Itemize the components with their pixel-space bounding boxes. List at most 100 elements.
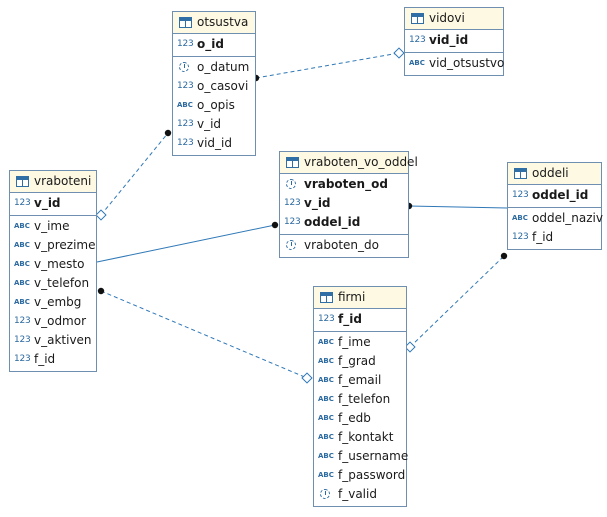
numeric-type-icon: 123 bbox=[14, 335, 31, 345]
column-label: o_datum bbox=[197, 60, 250, 74]
column-label: o_casovi bbox=[197, 79, 249, 93]
text-type-icon: ABC bbox=[14, 298, 30, 306]
relationship-vraboteni-vraboten_vo_oddel-one-end-dot bbox=[271, 221, 279, 229]
numeric-type-icon: 123 bbox=[177, 39, 194, 49]
entity-header[interactable]: oddeli bbox=[508, 163, 601, 185]
table-icon bbox=[411, 13, 424, 24]
relationship-vraboteni-firmi[interactable] bbox=[100, 290, 308, 379]
numeric-type-icon: 123 bbox=[177, 138, 194, 148]
attribute-section: vraboten_do bbox=[280, 235, 408, 257]
column-row[interactable]: vraboten_do bbox=[280, 236, 408, 255]
text-type-icon: ABC bbox=[14, 279, 30, 287]
relationship-oddeli-vraboten_vo_oddel[interactable] bbox=[408, 205, 508, 209]
column-label: f_ime bbox=[338, 335, 371, 349]
column-row[interactable]: f_valid bbox=[314, 485, 406, 504]
column-row[interactable]: o_datum bbox=[173, 58, 255, 77]
column-label: f_id bbox=[532, 230, 554, 244]
text-type-icon: ABC bbox=[318, 471, 334, 479]
text-type-icon: ABC bbox=[14, 260, 30, 268]
entity-header[interactable]: vidovi bbox=[405, 8, 503, 30]
table-icon bbox=[514, 168, 527, 179]
column-row[interactable]: ABC v_telefon bbox=[10, 274, 96, 293]
column-label: f_grad bbox=[338, 354, 376, 368]
primary-key-label: vid_id bbox=[429, 33, 469, 47]
column-label: oddel_naziv bbox=[532, 211, 603, 225]
clock-icon bbox=[320, 489, 330, 499]
column-label: f_valid bbox=[338, 487, 377, 501]
numeric-type-icon: 123 bbox=[177, 81, 194, 91]
text-type-icon: ABC bbox=[14, 241, 30, 249]
entity-header[interactable]: firmi bbox=[314, 287, 406, 309]
relationship-firmi-oddeli[interactable] bbox=[409, 255, 505, 348]
entity-header[interactable]: vraboten_vo_oddel bbox=[280, 152, 418, 174]
primary-key-label: f_id bbox=[338, 312, 362, 326]
column-row[interactable]: ABC oddel_naziv bbox=[508, 209, 603, 228]
primary-key-label: o_id bbox=[197, 37, 224, 51]
column-label: f_id bbox=[34, 352, 56, 366]
clock-icon bbox=[179, 62, 189, 72]
relationship-vraboteni-otsustva[interactable] bbox=[100, 132, 169, 216]
relationship-vraboteni-vraboten_vo_oddel[interactable] bbox=[96, 224, 276, 263]
column-label: vid_id bbox=[197, 136, 233, 150]
relationship-vraboteni-firmi-one-end-dot bbox=[97, 287, 105, 295]
column-label: f_telefon bbox=[338, 392, 391, 406]
column-row[interactable]: vraboten_od bbox=[280, 175, 408, 194]
primary-key-label: v_id bbox=[34, 196, 61, 210]
entity-header[interactable]: vraboteni bbox=[10, 171, 96, 193]
column-label: v_ime bbox=[34, 219, 70, 233]
primary-key-label: v_id bbox=[304, 196, 331, 210]
column-label: vraboten_do bbox=[304, 238, 379, 252]
primary-key-label: oddel_id bbox=[532, 188, 589, 202]
column-label: v_telefon bbox=[34, 276, 90, 290]
entity-name: vraboteni bbox=[34, 174, 92, 188]
numeric-type-icon: 123 bbox=[512, 232, 529, 242]
table-icon bbox=[286, 157, 299, 168]
text-type-icon: ABC bbox=[512, 214, 528, 222]
relationship-vraboteni-firmi-optional-end-diamond bbox=[301, 372, 313, 384]
primary-key-label: vraboten_od bbox=[304, 177, 388, 191]
entity-header[interactable]: otsustva bbox=[173, 12, 255, 34]
column-row[interactable]: ABC f_ime bbox=[314, 333, 406, 352]
relationship-otsustva-vidovi[interactable] bbox=[255, 52, 400, 79]
relationship-otsustva-vidovi-optional-end-diamond bbox=[393, 47, 405, 59]
clock-icon bbox=[286, 240, 296, 250]
numeric-type-icon: 123 bbox=[284, 217, 301, 227]
text-type-icon: ABC bbox=[318, 338, 334, 346]
column-label: v_odmor bbox=[34, 314, 87, 328]
